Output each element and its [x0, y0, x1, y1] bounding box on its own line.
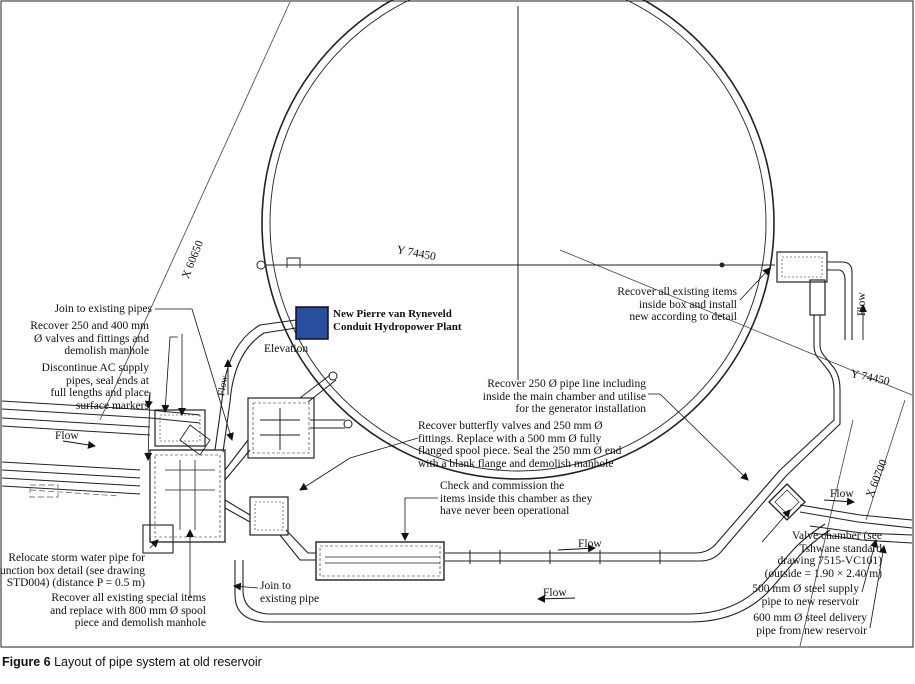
callout-valve-chamber: Valve chamber (see Tshwane standard draw…	[764, 530, 882, 580]
pipe-right-vertical	[779, 315, 841, 477]
plant-name-line1: New Pierre van Ryneveld	[333, 308, 452, 320]
callout-recover-special: Recover all existing special items and r…	[50, 592, 206, 629]
figure-number: Figure 6	[2, 655, 51, 669]
callout-check-commission: Check and commission the items inside th…	[440, 480, 593, 517]
pipe-cluster-to-chamber	[224, 439, 316, 561]
callout-recover-box: Recover all existing items inside box an…	[617, 286, 737, 323]
pipe-left-dashed	[29, 484, 121, 498]
callout-leaders	[144, 267, 887, 629]
reservoir-outer-wall	[261, 0, 775, 480]
figure-title: Layout of pipe system at old reservoir	[54, 655, 262, 669]
callout-recover-butterfly: Recover butterfly valves and 250 mm Ø fi…	[418, 420, 622, 470]
callout-join-existing-bottom: Join to existing pipe	[260, 580, 320, 605]
pipe-to-plant	[214, 319, 297, 453]
callout-join-existing-top: Join to existing pipes	[54, 303, 152, 315]
hydropower-plant-marker	[295, 306, 329, 340]
callout-recover-250-line: Recover 250 Ø pipe line including inside…	[482, 378, 646, 415]
callout-discontinue-ac: Discontinue AC supply pipes, seal ends a…	[41, 362, 149, 412]
flow-arrows	[62, 304, 867, 603]
pipe-bottom-horizontal	[445, 552, 640, 562]
reservoir-circles	[261, 0, 775, 480]
middle-chamber	[247, 397, 315, 536]
flow-label-left: Flow	[55, 430, 79, 442]
pipe-outer-loop	[234, 523, 831, 623]
reservoir-inner-wall	[269, 0, 767, 472]
drawing-border	[0, 0, 914, 648]
main-chamber	[315, 541, 445, 581]
pipe-diagonal-main	[640, 469, 787, 562]
manhole-cluster-left	[142, 409, 226, 554]
callout-recover-250-400: Recover 250 and 400 mm Ø valves and fitt…	[30, 320, 149, 357]
pipe-right-exits	[799, 504, 913, 544]
small-bracket	[286, 257, 301, 268]
figure-caption: Figure 6 Layout of pipe system at old re…	[2, 655, 262, 669]
flow-label-bottom-mid: Flow	[578, 538, 602, 550]
grid-lines	[99, 1, 913, 647]
callout-delivery-600: 600 mm Ø steel delivery pipe from new re…	[753, 612, 867, 637]
pipe-joints	[469, 550, 661, 564]
valve-marker	[719, 262, 725, 268]
pipe-small-diagonals	[299, 371, 353, 429]
callout-relocate-storm: Relocate storm water pipe for junction b…	[0, 552, 145, 589]
pipe-end-circle	[256, 260, 266, 270]
flow-label-right-exit: Flow	[830, 488, 854, 500]
pipe-left-exits	[1, 400, 201, 495]
box-chamber-top-right	[776, 251, 853, 340]
plant-name-line2: Conduit Hydropower Plant	[333, 321, 462, 333]
plant-elevation: Elevation	[264, 343, 309, 355]
flow-label-right-vertical: Flow	[856, 292, 868, 316]
flow-label-bottom-loop: Flow	[543, 587, 567, 599]
callout-supply-500: 500 mm Ø steel supply pipe to new reserv…	[752, 583, 859, 608]
